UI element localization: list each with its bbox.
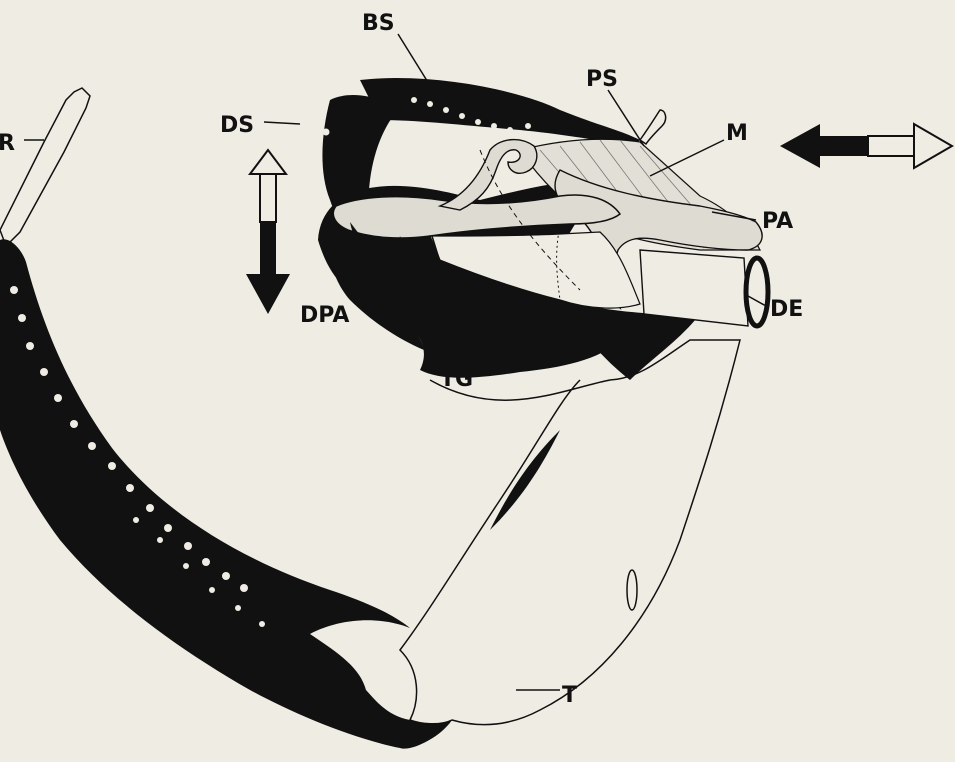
label-r: R bbox=[0, 131, 15, 156]
spine-ps bbox=[640, 110, 666, 144]
label-t: T bbox=[562, 683, 577, 708]
label-ds: DS bbox=[220, 113, 254, 138]
label-c: C bbox=[110, 565, 126, 590]
rod-r bbox=[0, 88, 90, 246]
label-bs: BS bbox=[362, 11, 395, 36]
label-dpa: DPA bbox=[300, 303, 349, 328]
label-pa: PA bbox=[762, 209, 793, 234]
label-de: DE bbox=[770, 297, 803, 322]
duct-de-opening bbox=[746, 258, 768, 326]
label-ps: PS bbox=[586, 67, 618, 92]
label-m: M bbox=[726, 121, 748, 146]
label-tg: TG bbox=[440, 367, 473, 392]
duct-de bbox=[640, 250, 748, 326]
horizontal-arrow bbox=[780, 124, 952, 168]
piece-t bbox=[400, 340, 740, 725]
vertical-arrow bbox=[246, 150, 290, 314]
